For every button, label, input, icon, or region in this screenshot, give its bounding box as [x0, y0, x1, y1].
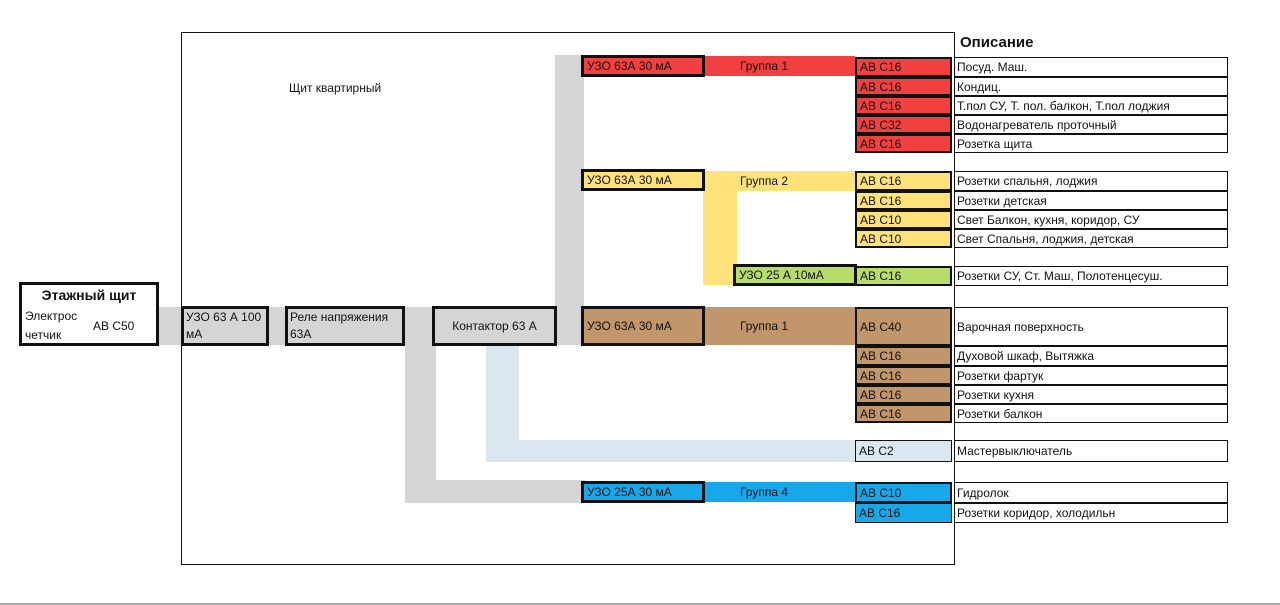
contactor: Контактор 63 А — [432, 306, 557, 346]
circuit-description: Розетки спальня, лоджия — [954, 171, 1228, 191]
circuit-breaker: АВ С16 — [855, 346, 952, 366]
breaker-label: АВ С10 — [860, 231, 902, 246]
breaker-label: АВ С16 — [860, 368, 902, 383]
breaker-label: АВ С16 — [860, 136, 902, 151]
circuit-breaker: АВ С10 — [855, 482, 952, 503]
breaker-label: АВ С10 — [860, 485, 902, 500]
main-rcd-label: УЗО 63 А 100 мА — [186, 310, 262, 341]
feed-line-top — [555, 55, 585, 77]
voltage-relay-label: Реле напряжения 63А — [290, 310, 389, 341]
voltage-relay: Реле напряжения 63А — [285, 306, 405, 346]
circuit-breaker: АВ С16 — [855, 404, 952, 423]
group2-rcd-label: УЗО 63А 30 мА — [587, 173, 672, 187]
group2-sub-rcd: УЗО 25 А 10мА — [733, 264, 857, 286]
contactor-label: Контактор 63 А — [452, 318, 537, 333]
feed-line-riser — [555, 55, 584, 345]
bottom-divider — [0, 603, 1280, 605]
floor-breaker-label: АВ С50 — [93, 319, 135, 333]
circuit-description: Розетки коридор, холодильн — [954, 503, 1228, 523]
breaker-label: АВ С16 — [860, 98, 902, 113]
breaker-label: АВ С16 — [860, 387, 902, 402]
group2-label: Группа 2 — [739, 174, 789, 188]
circuit-description: Духовой шкаф, Вытяжка — [954, 346, 1228, 366]
breaker-label: АВ С16 — [860, 193, 902, 208]
breaker-label: АВ С16 — [860, 269, 902, 283]
group4-blue-bar — [703, 482, 855, 502]
circuit-description: Розетки фартук — [954, 366, 1228, 385]
electricity-meter-label: Электрос четчик — [25, 309, 78, 342]
group2-yellow-bar — [703, 171, 855, 191]
group4-label: Группа 4 — [739, 485, 789, 499]
circuit-breaker: АВ С16 — [855, 171, 952, 191]
group1-rcd: УЗО 63А 30 мА — [581, 55, 705, 77]
circuit-description: Розетки кухня — [954, 385, 1228, 404]
circuit-breaker: АВ С16 — [855, 134, 952, 153]
breaker-label: АВ С16 — [860, 174, 902, 188]
circuit-description: Гидролок — [954, 482, 1228, 503]
circuit-description: Варочная поверхность — [954, 307, 1228, 346]
circuit-description: Розетки детская — [954, 191, 1228, 210]
circuit-breaker: АВ С10 — [855, 210, 952, 229]
circuit-breaker: АВ С16 — [855, 96, 952, 115]
breaker-label: АВ С16 — [860, 406, 902, 421]
circuit-description: Водонагреватель проточный — [954, 115, 1228, 134]
feed-line-to-yellow — [555, 170, 585, 190]
breaker-label: АВ С32 — [860, 117, 902, 132]
description-header: Описание — [960, 34, 1034, 51]
circuit-description: Мастервыключатель — [954, 440, 1228, 462]
circuit-breaker: АВ С16 — [855, 77, 952, 96]
circuit-description: Кондиц. — [954, 77, 1228, 96]
group2-sub-rcd-label: УЗО 25 А 10мА — [739, 268, 824, 282]
breaker-label: АВ С16 — [860, 349, 902, 363]
breaker-label: АВ С2 — [859, 444, 894, 458]
circuit-description: Свет Спальня, лоджия, детская — [954, 229, 1228, 248]
circuit-description: Свет Балкон, кухня, коридор, СУ — [954, 210, 1228, 229]
group1-red-bar — [703, 56, 855, 76]
circuit-description: Розетки балкон — [954, 404, 1228, 423]
circuit-breaker: АВ С16 — [855, 366, 952, 385]
circuit-breaker: АВ С16 — [855, 191, 952, 210]
feed-line-bottom — [405, 480, 585, 503]
circuit-breaker: АВ С2 — [855, 440, 952, 462]
group-brown-bar — [703, 307, 855, 345]
group2-yellow-drop — [703, 171, 737, 285]
circuit-breaker: АВ С16 — [855, 266, 952, 286]
group1-rcd-label: УЗО 63А 30 мА — [587, 59, 672, 73]
circuit-description: Посуд. Маш. — [954, 57, 1228, 77]
circuit-breaker: АВ С16 — [855, 385, 952, 404]
floor-panel-title: Этажный щит — [41, 287, 137, 303]
group2-rcd: УЗО 63А 30 мА — [581, 169, 705, 191]
floor-panel — [19, 282, 159, 346]
circuit-description: Розетка щита — [954, 134, 1228, 153]
circuit-breaker: АВ С32 — [855, 115, 952, 134]
apartment-panel-frame — [181, 32, 955, 565]
group1-label: Группа 1 — [739, 59, 789, 73]
circuit-breaker: АВ С10 — [855, 229, 952, 248]
circuit-breaker: АВ С40 — [855, 307, 952, 346]
breaker-label: АВ С16 — [860, 79, 902, 94]
master-switch-line — [486, 440, 856, 462]
feed-line-bottom-riser — [405, 345, 436, 503]
circuit-description: Т.пол СУ, Т. пол. балкон, Т.пол лоджия — [954, 96, 1228, 115]
breaker-label: АВ С16 — [859, 506, 901, 520]
group-kitchen-rcd: УЗО 63А 30 мА — [581, 306, 705, 346]
circuit-breaker: АВ С16 — [855, 503, 952, 523]
group4-rcd-label: УЗО 25А 30 мА — [587, 485, 672, 499]
group-kitchen-rcd-label: УЗО 63А 30 мА — [587, 319, 672, 333]
group-kitchen-label: Группа 1 — [739, 319, 789, 333]
breaker-label: АВ С40 — [860, 319, 902, 334]
group4-rcd: УЗО 25А 30 мА — [581, 481, 705, 503]
circuit-description: Розетки СУ, Ст. Маш, Полотенцесуш. — [954, 266, 1228, 286]
circuit-breaker: АВ С16 — [855, 57, 952, 77]
apartment-panel-title: Щит квартирный — [289, 81, 382, 95]
main-rcd: УЗО 63 А 100 мА — [181, 306, 269, 346]
breaker-label: АВ С10 — [860, 212, 902, 227]
breaker-label: АВ С16 — [860, 60, 902, 74]
